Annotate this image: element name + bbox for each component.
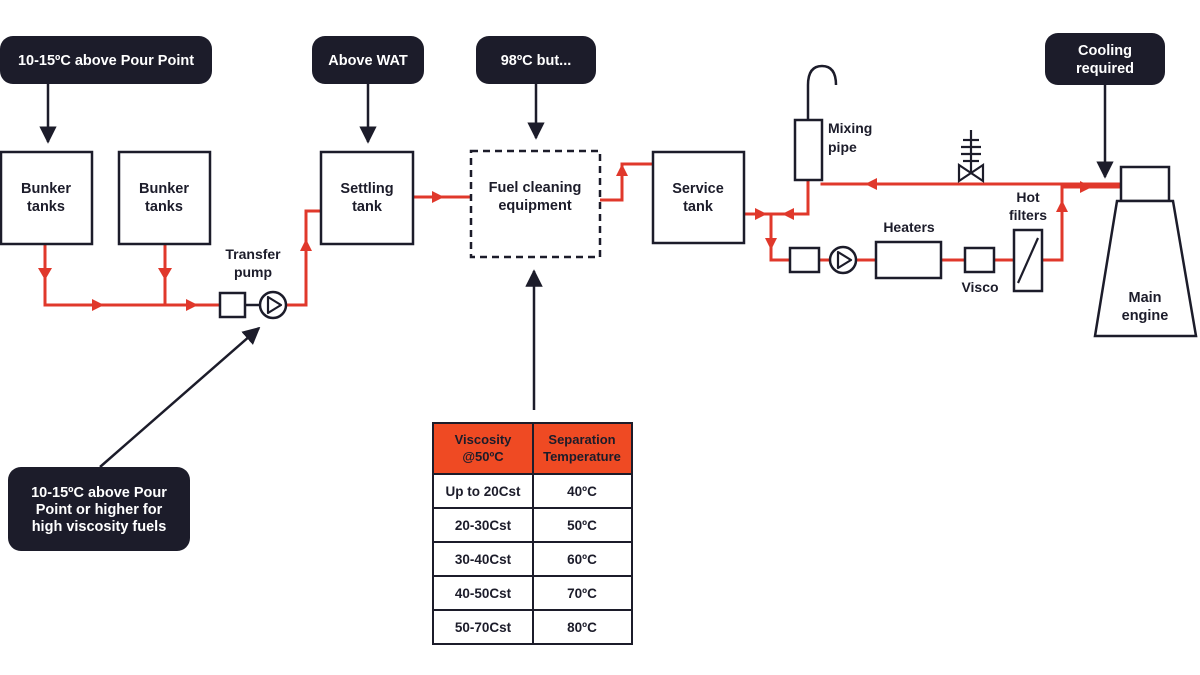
callout-cleaning: 98ºC but...: [476, 36, 596, 84]
callout-bunker-text: 10-15ºC above Pour Point: [18, 53, 194, 69]
table-cell-viscosity: 40-50Cst: [455, 586, 512, 601]
table-header-viscosity-line2: @50ºC: [462, 449, 504, 464]
bunker-tank-2: Bunker tanks: [117, 150, 212, 246]
settling-tank-line1: Settling: [340, 181, 393, 197]
callout-settling: Above WAT: [312, 36, 424, 84]
service-tank-line2: tank: [683, 199, 714, 215]
table-cell-temperature: 50ºC: [567, 518, 597, 533]
booster-pump-icon: [828, 245, 858, 275]
callout-cooling-line1: Cooling: [1078, 43, 1132, 59]
bunker-tank-1: Bunker tanks: [0, 150, 94, 246]
table-header-viscosity-line1: Viscosity: [455, 432, 513, 447]
table-cell-viscosity: 20-30Cst: [455, 518, 512, 533]
callout-cleaning-text: 98ºC but...: [501, 53, 572, 69]
table-cell-viscosity: Up to 20Cst: [445, 484, 521, 499]
table-cell-temperature: 40ºC: [567, 484, 597, 499]
bunker-tank-2-line2: tanks: [145, 199, 183, 215]
transfer-filter: [218, 291, 247, 319]
table-cell-temperature: 80ºC: [567, 620, 597, 635]
service-tank: Service tank: [651, 150, 746, 245]
mixing-pipe-label-line2: pipe: [828, 139, 857, 155]
valve-icon: [957, 130, 985, 184]
callout-cooling: Cooling required: [1045, 33, 1165, 85]
booster-filter: [788, 246, 821, 274]
bunker-tank-2-line1: Bunker: [139, 181, 189, 197]
callout-transfer-line2: Point or higher for: [36, 502, 163, 518]
fuel-cleaning-line2: equipment: [498, 198, 571, 214]
hot-filters-label-line2: filters: [1009, 207, 1047, 223]
transfer-pump-icon: [258, 290, 288, 320]
mixing-pipe-label-line1: Mixing: [828, 120, 872, 136]
fuel-cleaning-equipment: Fuel cleaning equipment: [469, 149, 602, 259]
settling-tank-line2: tank: [352, 199, 383, 215]
transfer-pump-label-line1: Transfer: [225, 246, 281, 262]
flow-arrows: [38, 164, 1092, 311]
separation-table: Viscosity @50ºC Separation Temperature U…: [432, 422, 633, 645]
main-engine-line1: Main: [1128, 290, 1161, 306]
callout-transfer-arrow: [99, 326, 261, 468]
bunker-tank-1-line1: Bunker: [21, 181, 71, 197]
hot-filters-unit: [1012, 228, 1044, 293]
callout-cooling-line2: required: [1076, 61, 1134, 77]
table-cell-temperature: 70ºC: [567, 586, 597, 601]
service-tank-line1: Service: [672, 181, 724, 197]
table-header-temp-line2: Temperature: [543, 449, 621, 464]
callout-transfer-line3: high viscosity fuels: [32, 519, 167, 535]
callout-bunker: 10-15ºC above Pour Point: [0, 36, 212, 84]
hot-filters-label-line1: Hot: [1016, 189, 1040, 205]
callout-transfer: 10-15ºC above Pour Point or higher for h…: [8, 467, 190, 551]
bunker-tank-1-line2: tanks: [27, 199, 65, 215]
settling-tank: Settling tank: [319, 150, 415, 246]
table-cell-temperature: 60ºC: [567, 552, 597, 567]
table-cell-viscosity: 50-70Cst: [455, 620, 512, 635]
transfer-pump-label-line2: pump: [234, 264, 272, 280]
table-cell-viscosity: 30-40Cst: [455, 552, 512, 567]
main-engine-line2: engine: [1122, 308, 1169, 324]
visco-label: Visco: [961, 279, 998, 295]
table-header-temp-line1: Separation: [548, 432, 615, 447]
heaters-label: Heaters: [883, 219, 935, 235]
mixing-pipe: [793, 64, 838, 182]
fuel-cleaning-line1: Fuel cleaning: [489, 180, 582, 196]
heaters-unit: [874, 240, 943, 280]
visco-unit: [963, 246, 996, 274]
main-engine: Main engine: [1093, 165, 1198, 338]
callout-settling-text: Above WAT: [328, 53, 408, 69]
callout-transfer-line1: 10-15ºC above Pour: [31, 485, 167, 501]
